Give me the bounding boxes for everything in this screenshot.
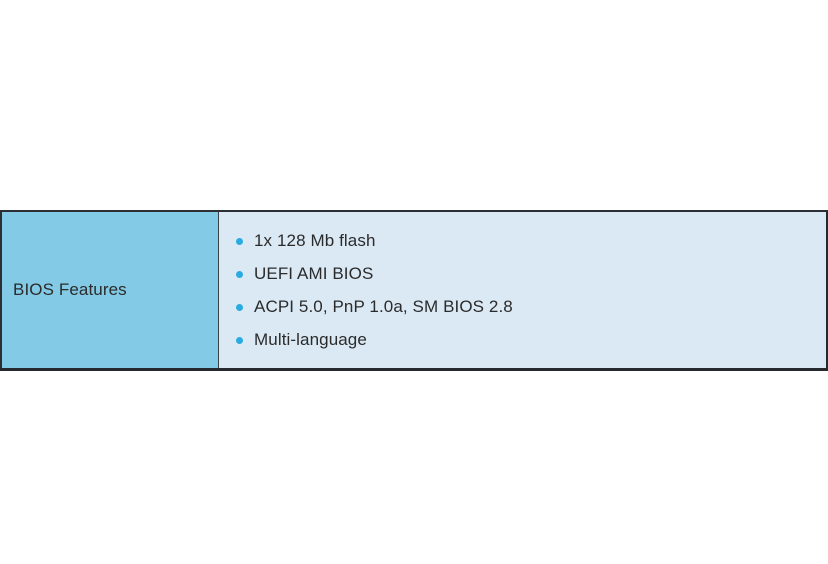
bullet-dot-icon — [236, 237, 243, 245]
list-item-text: Multi-language — [254, 330, 367, 349]
bullet-dot-icon — [236, 336, 243, 344]
list-item-text: UEFI AMI BIOS — [254, 264, 374, 283]
list-item: 1x 128 Mb flash — [219, 224, 826, 257]
spec-row-label-text: BIOS Features — [13, 280, 127, 300]
list-item: Multi-language — [219, 323, 826, 356]
spec-row-label-cell: BIOS Features — [0, 212, 219, 368]
bullet-dot-icon — [236, 270, 243, 278]
list-item-text: ACPI 5.0, PnP 1.0a, SM BIOS 2.8 — [254, 297, 513, 316]
list-item: ACPI 5.0, PnP 1.0a, SM BIOS 2.8 — [219, 290, 826, 323]
list-item: UEFI AMI BIOS — [219, 257, 826, 290]
bios-feature-list: 1x 128 Mb flash UEFI AMI BIOS ACPI 5.0, … — [219, 224, 826, 356]
bios-features-spec-table: BIOS Features 1x 128 Mb flash UEFI AMI B… — [0, 210, 828, 371]
bullet-dot-icon — [236, 303, 243, 311]
spec-row-value-cell: 1x 128 Mb flash UEFI AMI BIOS ACPI 5.0, … — [219, 212, 828, 368]
list-item-text: 1x 128 Mb flash — [254, 231, 376, 250]
